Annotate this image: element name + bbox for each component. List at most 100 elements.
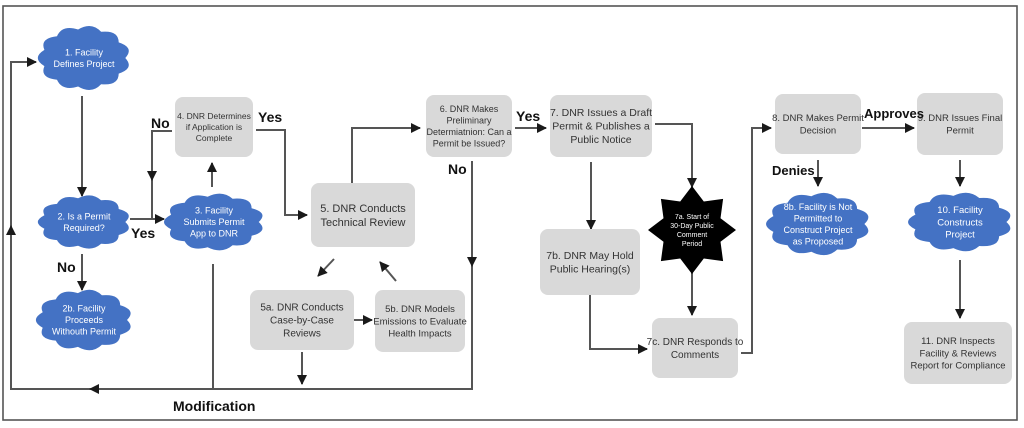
node-label-line: 3. Facility bbox=[195, 206, 234, 216]
cloud-shape bbox=[766, 192, 869, 256]
label-no-4: No bbox=[151, 115, 170, 131]
node-label-line: Reviews bbox=[283, 328, 321, 339]
node-label-line: Permit bbox=[946, 125, 974, 136]
label-modification: Modification bbox=[173, 398, 255, 414]
node-label-line: Determiatnion: Can a bbox=[426, 127, 511, 137]
cloud-shape bbox=[35, 289, 131, 351]
process-box bbox=[426, 95, 512, 157]
node-label-line: 11. DNR Inspects bbox=[921, 336, 995, 347]
node-label-line: App to DNR bbox=[190, 229, 239, 239]
node-label-line: Emissions to Evaluate bbox=[373, 316, 466, 327]
arrow-4-no-back bbox=[151, 130, 172, 219]
edge-labels: No Yes No Yes No Yes Approves Denies Mod… bbox=[57, 106, 924, 414]
node-label-line: 1. Facility bbox=[65, 47, 104, 57]
node-label-line: Withouth Permit bbox=[52, 327, 117, 337]
arrow-5-to-6 bbox=[351, 123, 421, 183]
node-label-line: Comment bbox=[677, 232, 707, 239]
process-box bbox=[904, 322, 1012, 384]
node-label-line: 7c. DNR Responds to bbox=[647, 337, 744, 348]
node-label-line: Health Impacts bbox=[388, 329, 452, 340]
node-label-line: 9. DNR Issues Final bbox=[918, 113, 1002, 124]
node-label-line: Public Notice bbox=[570, 134, 631, 146]
process-box bbox=[652, 318, 738, 378]
label-no-6: No bbox=[448, 161, 467, 177]
label-no-2: No bbox=[57, 259, 76, 275]
modification-loop-line bbox=[10, 61, 473, 390]
node-label-line: 2b. Facility bbox=[62, 304, 106, 314]
node-label-line: Required? bbox=[63, 223, 105, 233]
process-box bbox=[250, 290, 354, 350]
node-label-line: Comments bbox=[671, 350, 719, 361]
arrow-4-to-5 bbox=[256, 129, 308, 220]
cloud-shape bbox=[163, 193, 263, 251]
node-label-line: 2. Is a Permit bbox=[57, 211, 111, 221]
node-label-line: 8. DNR Makes Permit bbox=[772, 113, 864, 124]
node-label-line: 4. DNR Determines bbox=[177, 111, 251, 121]
cloud-shape bbox=[37, 195, 129, 249]
label-denies: Denies bbox=[772, 163, 815, 178]
node-label-line: 7a. Start of bbox=[675, 214, 709, 221]
process-box bbox=[375, 290, 465, 352]
node-label-line: Decision bbox=[800, 125, 836, 136]
process-box bbox=[540, 229, 640, 295]
node-label-line: Preliminary bbox=[446, 115, 492, 125]
node-label-line: 10. Facility bbox=[937, 205, 983, 216]
arrow-7b-to-7c bbox=[589, 292, 648, 354]
node-label-line: if Application is bbox=[186, 122, 242, 132]
star-shape bbox=[648, 186, 736, 274]
node-label-line: 30-Day Public bbox=[670, 223, 714, 230]
node-label-line: as Proposed bbox=[793, 236, 844, 246]
process-box bbox=[175, 97, 253, 157]
label-yes-6: Yes bbox=[516, 108, 540, 124]
node-n7c: 7c. DNR Responds to Comments bbox=[647, 318, 744, 378]
node-label-line: Permit be Issued? bbox=[433, 138, 506, 148]
node-label-line: 5a. DNR Conducts bbox=[260, 303, 343, 314]
node-label-line: Permit & Publishes a bbox=[552, 121, 650, 133]
node-label-line: 8b. Facility is Not bbox=[784, 202, 853, 212]
node-label-line: Facility & Reviews bbox=[919, 348, 996, 359]
node-label-line: Submits Permit bbox=[183, 217, 245, 227]
node-label-line: Construct Project bbox=[783, 225, 853, 235]
node-label-line: Proceeds bbox=[65, 315, 104, 325]
process-box bbox=[550, 95, 652, 157]
cloud-shape bbox=[908, 192, 1011, 252]
node-label-line: 5. DNR Conducts bbox=[320, 203, 406, 215]
node-label-line: Complete bbox=[196, 133, 233, 143]
node-label-line: Constructs bbox=[937, 217, 983, 228]
process-box bbox=[311, 183, 415, 247]
node-label-line: 7b. DNR May Hold bbox=[546, 250, 634, 262]
node-label-line: Case-by-Case bbox=[270, 316, 334, 327]
node-label-line: Period bbox=[682, 241, 702, 248]
node-label-line: 5b. DNR Models bbox=[385, 304, 455, 315]
connectors bbox=[5, 57, 965, 394]
process-box bbox=[775, 94, 861, 154]
node-label-line: 6. DNR Makes bbox=[440, 104, 499, 114]
arrow-5b-to-5 bbox=[379, 261, 397, 282]
node-label-line: Technical Review bbox=[321, 217, 406, 229]
label-approves: Approves bbox=[864, 106, 924, 121]
cloud-shape bbox=[37, 26, 129, 90]
label-yes-4: Yes bbox=[258, 109, 282, 125]
arrow-5-to-5a bbox=[317, 258, 335, 277]
node-label-line: Defines Project bbox=[53, 59, 115, 69]
node-label-line: Permitted to bbox=[794, 213, 843, 223]
arrow-7c-to-8 bbox=[741, 123, 772, 354]
